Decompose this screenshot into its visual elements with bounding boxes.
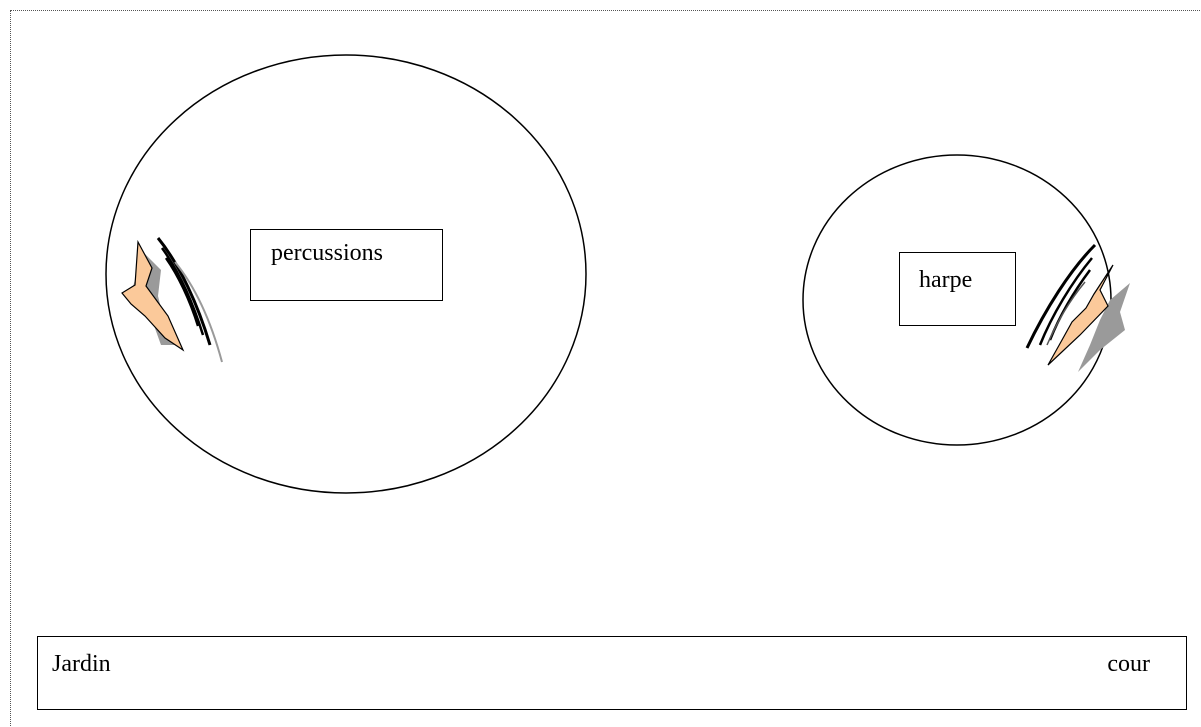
diagram-frame [10,10,1200,726]
harpe-label-text: harpe [919,267,973,293]
percussions-label: percussions [250,229,443,301]
percussions-label-text: percussions [271,240,383,266]
speaker-left-icon [121,237,223,363]
stage-right-label: cour [1107,651,1150,677]
stage-front-bar: Jardin cour [37,636,1187,710]
stage-left-label: Jardin [52,651,111,677]
speaker-right-icon [1025,243,1130,372]
harpe-label: harpe [899,252,1016,326]
percussions-zone-ellipse [105,54,587,494]
